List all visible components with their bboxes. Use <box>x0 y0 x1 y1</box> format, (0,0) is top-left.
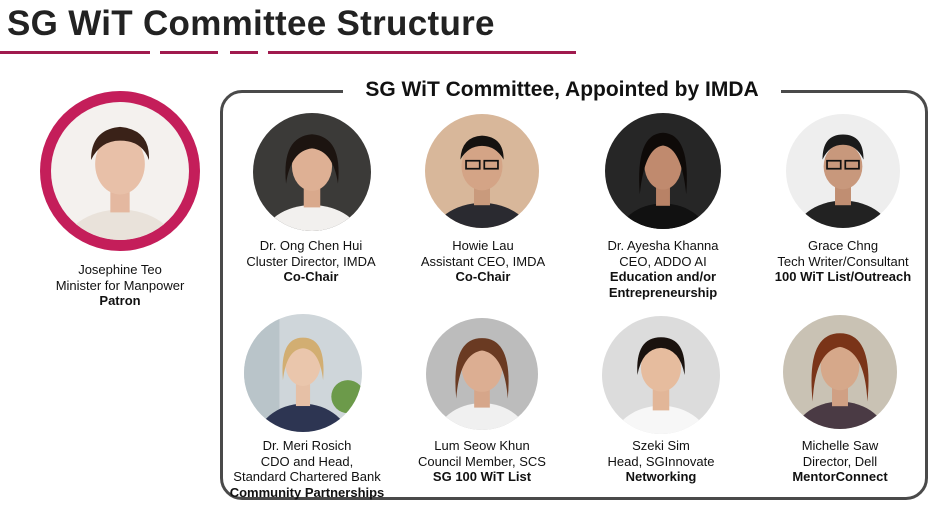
member-photo <box>244 314 362 432</box>
title-underline <box>230 51 258 54</box>
member-role: Co-Chair <box>283 269 339 284</box>
patron-photo <box>51 102 189 240</box>
member-role: SG 100 WiT List <box>432 469 532 484</box>
member-caption: Szeki Sim Head, SGInnovate Networking <box>561 438 761 485</box>
member-role: Education and/or Entrepreneurship <box>608 269 718 300</box>
committee-title: SG WiT Committee, Appointed by IMDA <box>343 76 781 104</box>
member-name: Michelle Saw <box>801 438 879 453</box>
member-caption: Michelle Saw Director, Dell MentorConnec… <box>740 438 939 485</box>
member-name: Dr. Ong Chen Hui <box>259 238 363 253</box>
member-position: Director, Dell <box>802 453 878 469</box>
member-photo <box>426 318 538 430</box>
member-caption: Grace Chng Tech Writer/Consultant 100 Wi… <box>743 238 939 285</box>
member-role: 100 WiT List/Outreach <box>774 269 912 284</box>
member-position: Head, SGInnovate <box>607 453 715 469</box>
member-photo <box>605 113 721 229</box>
page-title: SG WiT Committee Structure <box>7 4 495 43</box>
member-name: Grace Chng <box>807 238 879 253</box>
member-position: Cluster Director, IMDA <box>246 253 376 269</box>
member-caption: Dr. Ayesha Khanna CEO, ADDO AI Education… <box>563 238 763 300</box>
title-underline <box>160 51 218 54</box>
member-position: Assistant CEO, IMDA <box>420 253 546 269</box>
member-name: Szeki Sim <box>632 438 690 453</box>
title-underline <box>0 51 150 54</box>
member-caption: Howie Lau Assistant CEO, IMDA Co-Chair <box>383 238 583 285</box>
patron-name: Josephine Teo <box>78 262 162 277</box>
member-name: Howie Lau <box>452 238 514 253</box>
member-position-line2: Standard Chartered Bank <box>233 469 381 484</box>
member-photo <box>253 113 371 231</box>
title-underline <box>268 51 576 54</box>
member-role: MentorConnect <box>792 469 888 484</box>
member-photo <box>783 315 897 429</box>
member-position: Tech Writer/Consultant <box>777 253 909 269</box>
member-position: CEO, ADDO AI <box>619 253 707 269</box>
member-position: Council Member, SCS <box>418 453 546 469</box>
member-caption: Lum Seow Khun Council Member, SCS SG 100… <box>382 438 582 485</box>
member-position: CDO and Head, <box>260 453 354 469</box>
patron-caption: Josephine Teo Minister for Manpower Patr… <box>20 262 220 309</box>
member-role: Community Partnerships <box>229 484 385 500</box>
patron-position: Minister for Manpower <box>55 277 185 293</box>
member-photo <box>786 114 900 228</box>
member-name: Dr. Ayesha Khanna <box>607 238 719 253</box>
member-caption: Dr. Ong Chen Hui Cluster Director, IMDA … <box>211 238 411 285</box>
member-role: Networking <box>625 469 697 484</box>
member-photo <box>602 316 720 434</box>
patron-role: Patron <box>99 293 141 308</box>
member-photo <box>425 114 539 228</box>
member-role: Co-Chair <box>455 269 511 284</box>
member-caption: Dr. Meri Rosich CDO and Head, Standard C… <box>207 438 407 500</box>
member-name: Dr. Meri Rosich <box>262 438 352 453</box>
member-name: Lum Seow Khun <box>434 438 530 453</box>
